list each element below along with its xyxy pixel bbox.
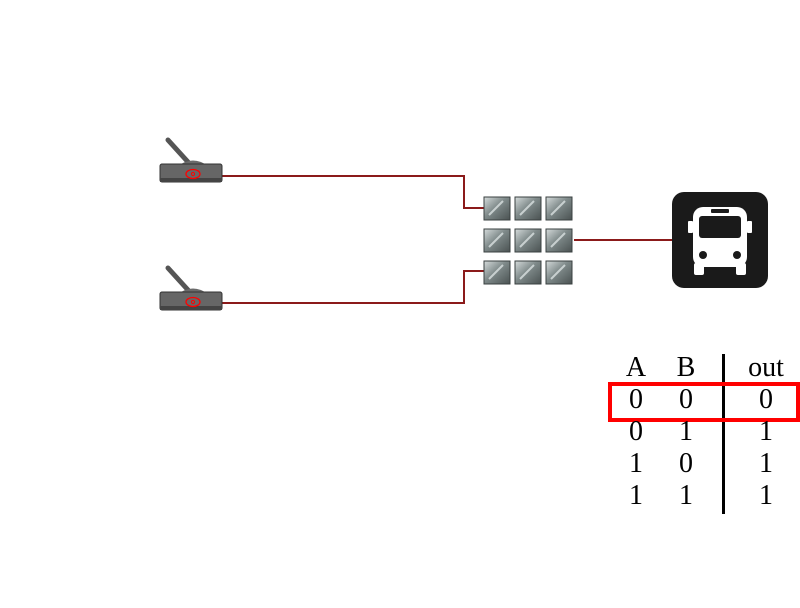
table-header: out: [748, 352, 784, 383]
table-header: A: [625, 352, 647, 383]
keypad-key: [483, 228, 511, 253]
table-cell: 1: [679, 480, 693, 511]
table-cell: 1: [759, 448, 773, 479]
keypad-key: [514, 228, 542, 253]
keypad-key: [545, 196, 573, 221]
toggle-switch-icon[interactable]: [159, 137, 223, 183]
table-cell: 1: [759, 480, 773, 511]
table-cell: 1: [629, 448, 643, 479]
table-cell: 0: [759, 384, 773, 415]
wire-a: [222, 175, 484, 209]
table-cell: 1: [679, 416, 693, 447]
table-divider: [722, 354, 725, 514]
keypad-grid-icon: [483, 196, 573, 285]
highlighted-row: [608, 382, 800, 422]
keypad-key: [545, 260, 573, 285]
toggle-switch-icon[interactable]: [159, 265, 223, 311]
keypad-key: [545, 228, 573, 253]
table-cell: 1: [629, 480, 643, 511]
wire-b: [222, 270, 484, 304]
table-cell: 0: [679, 448, 693, 479]
keypad-key: [483, 196, 511, 221]
keypad-key: [514, 260, 542, 285]
keypad-key: [483, 260, 511, 285]
table-header: B: [676, 352, 696, 383]
table-cell: 0: [629, 416, 643, 447]
table-cell: 0: [629, 384, 643, 415]
table-cell: 0: [679, 384, 693, 415]
keypad-key: [514, 196, 542, 221]
bus-icon: [672, 192, 768, 288]
table-cell: 1: [759, 416, 773, 447]
